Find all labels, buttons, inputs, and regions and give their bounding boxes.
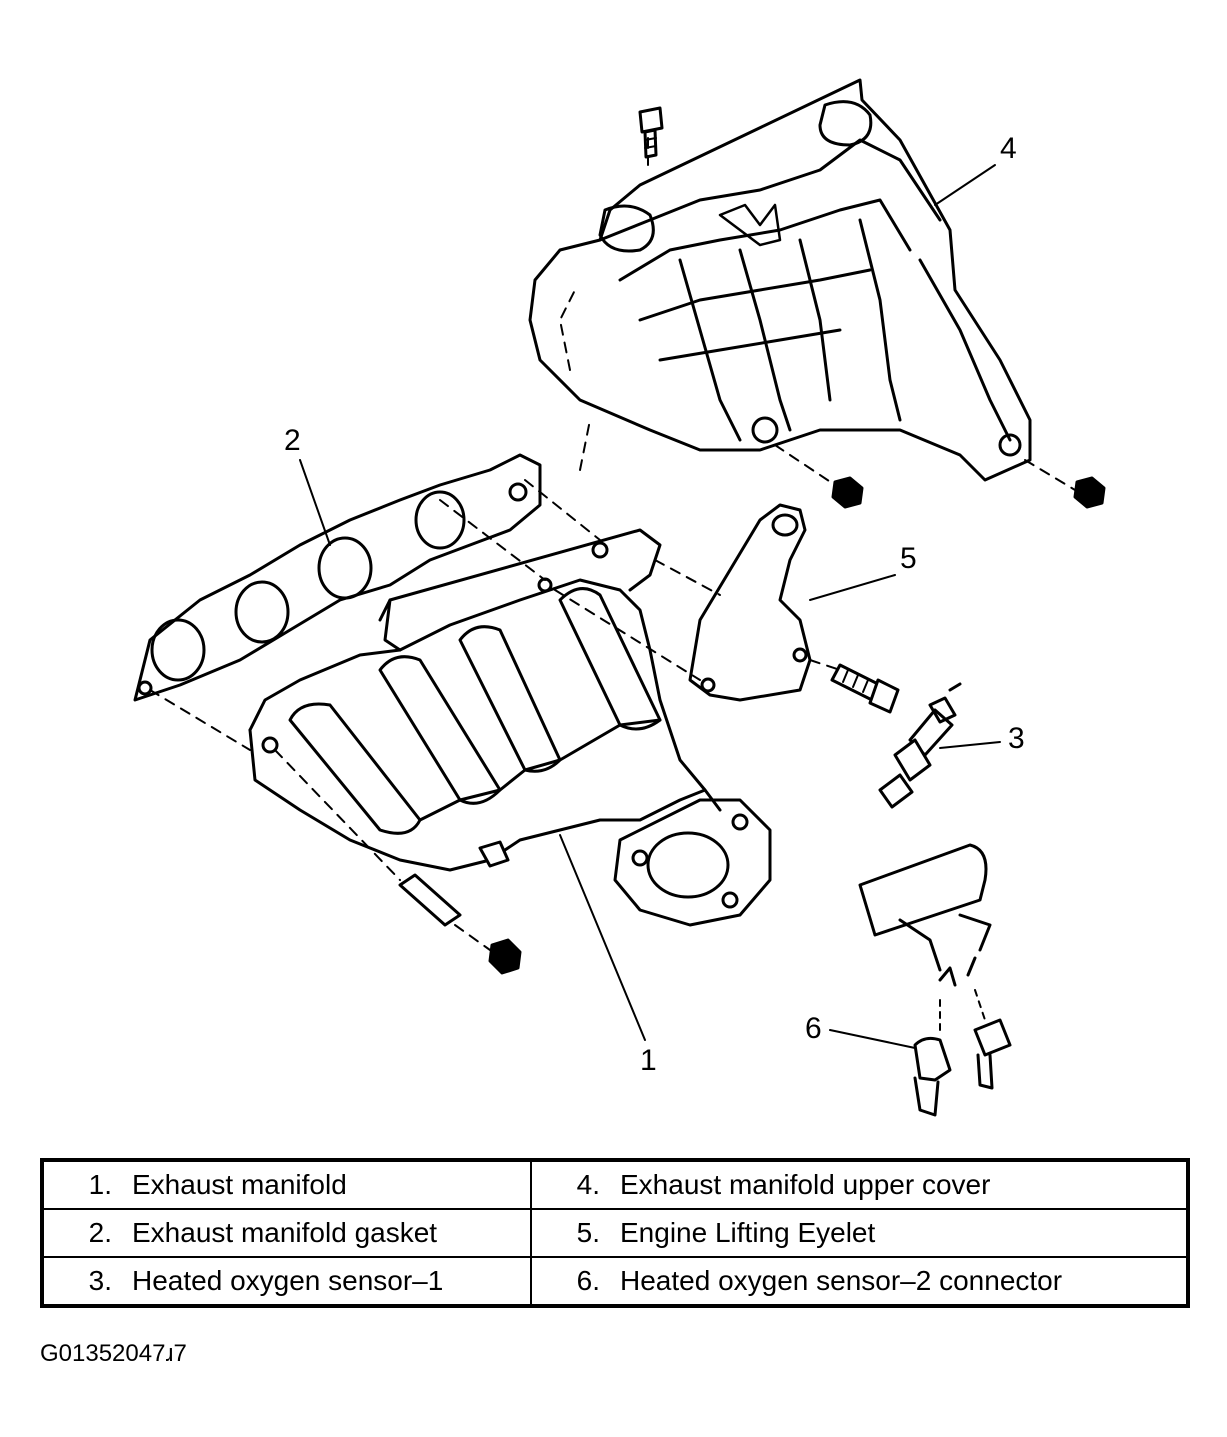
- legend-row: 3. Heated oxygen sensor–1 6. Heated oxygen…: [41, 1256, 1189, 1307]
- legend-label: Exhaust manifold upper cover: [620, 1169, 991, 1200]
- legend-label: Engine Lifting Eyelet: [620, 1217, 876, 1248]
- legend-row: 2. Exhaust manifold gasket 5. Engine Lifti…: [41, 1208, 1189, 1258]
- legend-cell: 5. Engine Lifting Eyelet: [530, 1208, 1189, 1258]
- legend-label: Heated oxygen sensor–1: [132, 1265, 444, 1296]
- callout-1: 1: [640, 1044, 657, 1077]
- exploded-parts-diagram: 1 2 3 4 5 6: [133, 78, 1106, 1117]
- callout-3: 3: [1008, 722, 1025, 755]
- cover-nut-right: [1073, 476, 1106, 509]
- legend-number: 2.: [88, 1217, 112, 1248]
- legend-row: 1. Exhaust manifold 4. Exhaust manifold up…: [41, 1159, 1189, 1210]
- manifold-stud: [398, 873, 462, 927]
- exhaust-manifold: [248, 528, 772, 927]
- legend-cell: 1. Exhaust manifold: [41, 1159, 532, 1210]
- callout-5: 5: [900, 542, 917, 575]
- callout-2: 2: [284, 424, 301, 457]
- legend-number: 3.: [88, 1265, 112, 1296]
- heated-oxygen-sensor-1: [878, 682, 962, 809]
- callout-4: 4: [1000, 132, 1017, 165]
- callout-6: 6: [805, 1012, 822, 1045]
- leader-lines: [299, 164, 1001, 1049]
- legend-label: Exhaust manifold gasket: [132, 1217, 438, 1248]
- figure-id: G01352047ɹ7: [40, 1340, 187, 1367]
- legend-label: Heated oxygen sensor–2 connector: [620, 1265, 1063, 1296]
- eyelet-bolt: [830, 663, 900, 714]
- cover-bolt: [638, 106, 664, 159]
- legend-cell: 3. Heated oxygen sensor–1: [41, 1256, 532, 1307]
- heated-oxygen-sensor-2-connector: [858, 843, 1012, 1117]
- legend-number: 6.: [576, 1265, 600, 1296]
- legend-label: Exhaust manifold: [132, 1169, 347, 1200]
- exhaust-manifold-gasket: [133, 453, 542, 702]
- legend-cell: 4. Exhaust manifold upper cover: [530, 1159, 1189, 1210]
- engine-lifting-eyelet: [688, 503, 812, 702]
- legend-number: 5.: [576, 1217, 600, 1248]
- legend-cell: 6. Heated oxygen sensor–2 connector: [530, 1256, 1189, 1307]
- legend-cell: 2. Exhaust manifold gasket: [41, 1208, 532, 1258]
- legend-number: 1.: [88, 1169, 112, 1200]
- legend-number: 4.: [576, 1169, 600, 1200]
- exhaust-manifold-upper-cover: [528, 78, 1032, 482]
- manifold-nut: [488, 938, 522, 975]
- cover-nut-left: [831, 476, 864, 509]
- parts-legend-table: 1. Exhaust manifold 4. Exhaust manifold up…: [40, 1158, 1190, 1308]
